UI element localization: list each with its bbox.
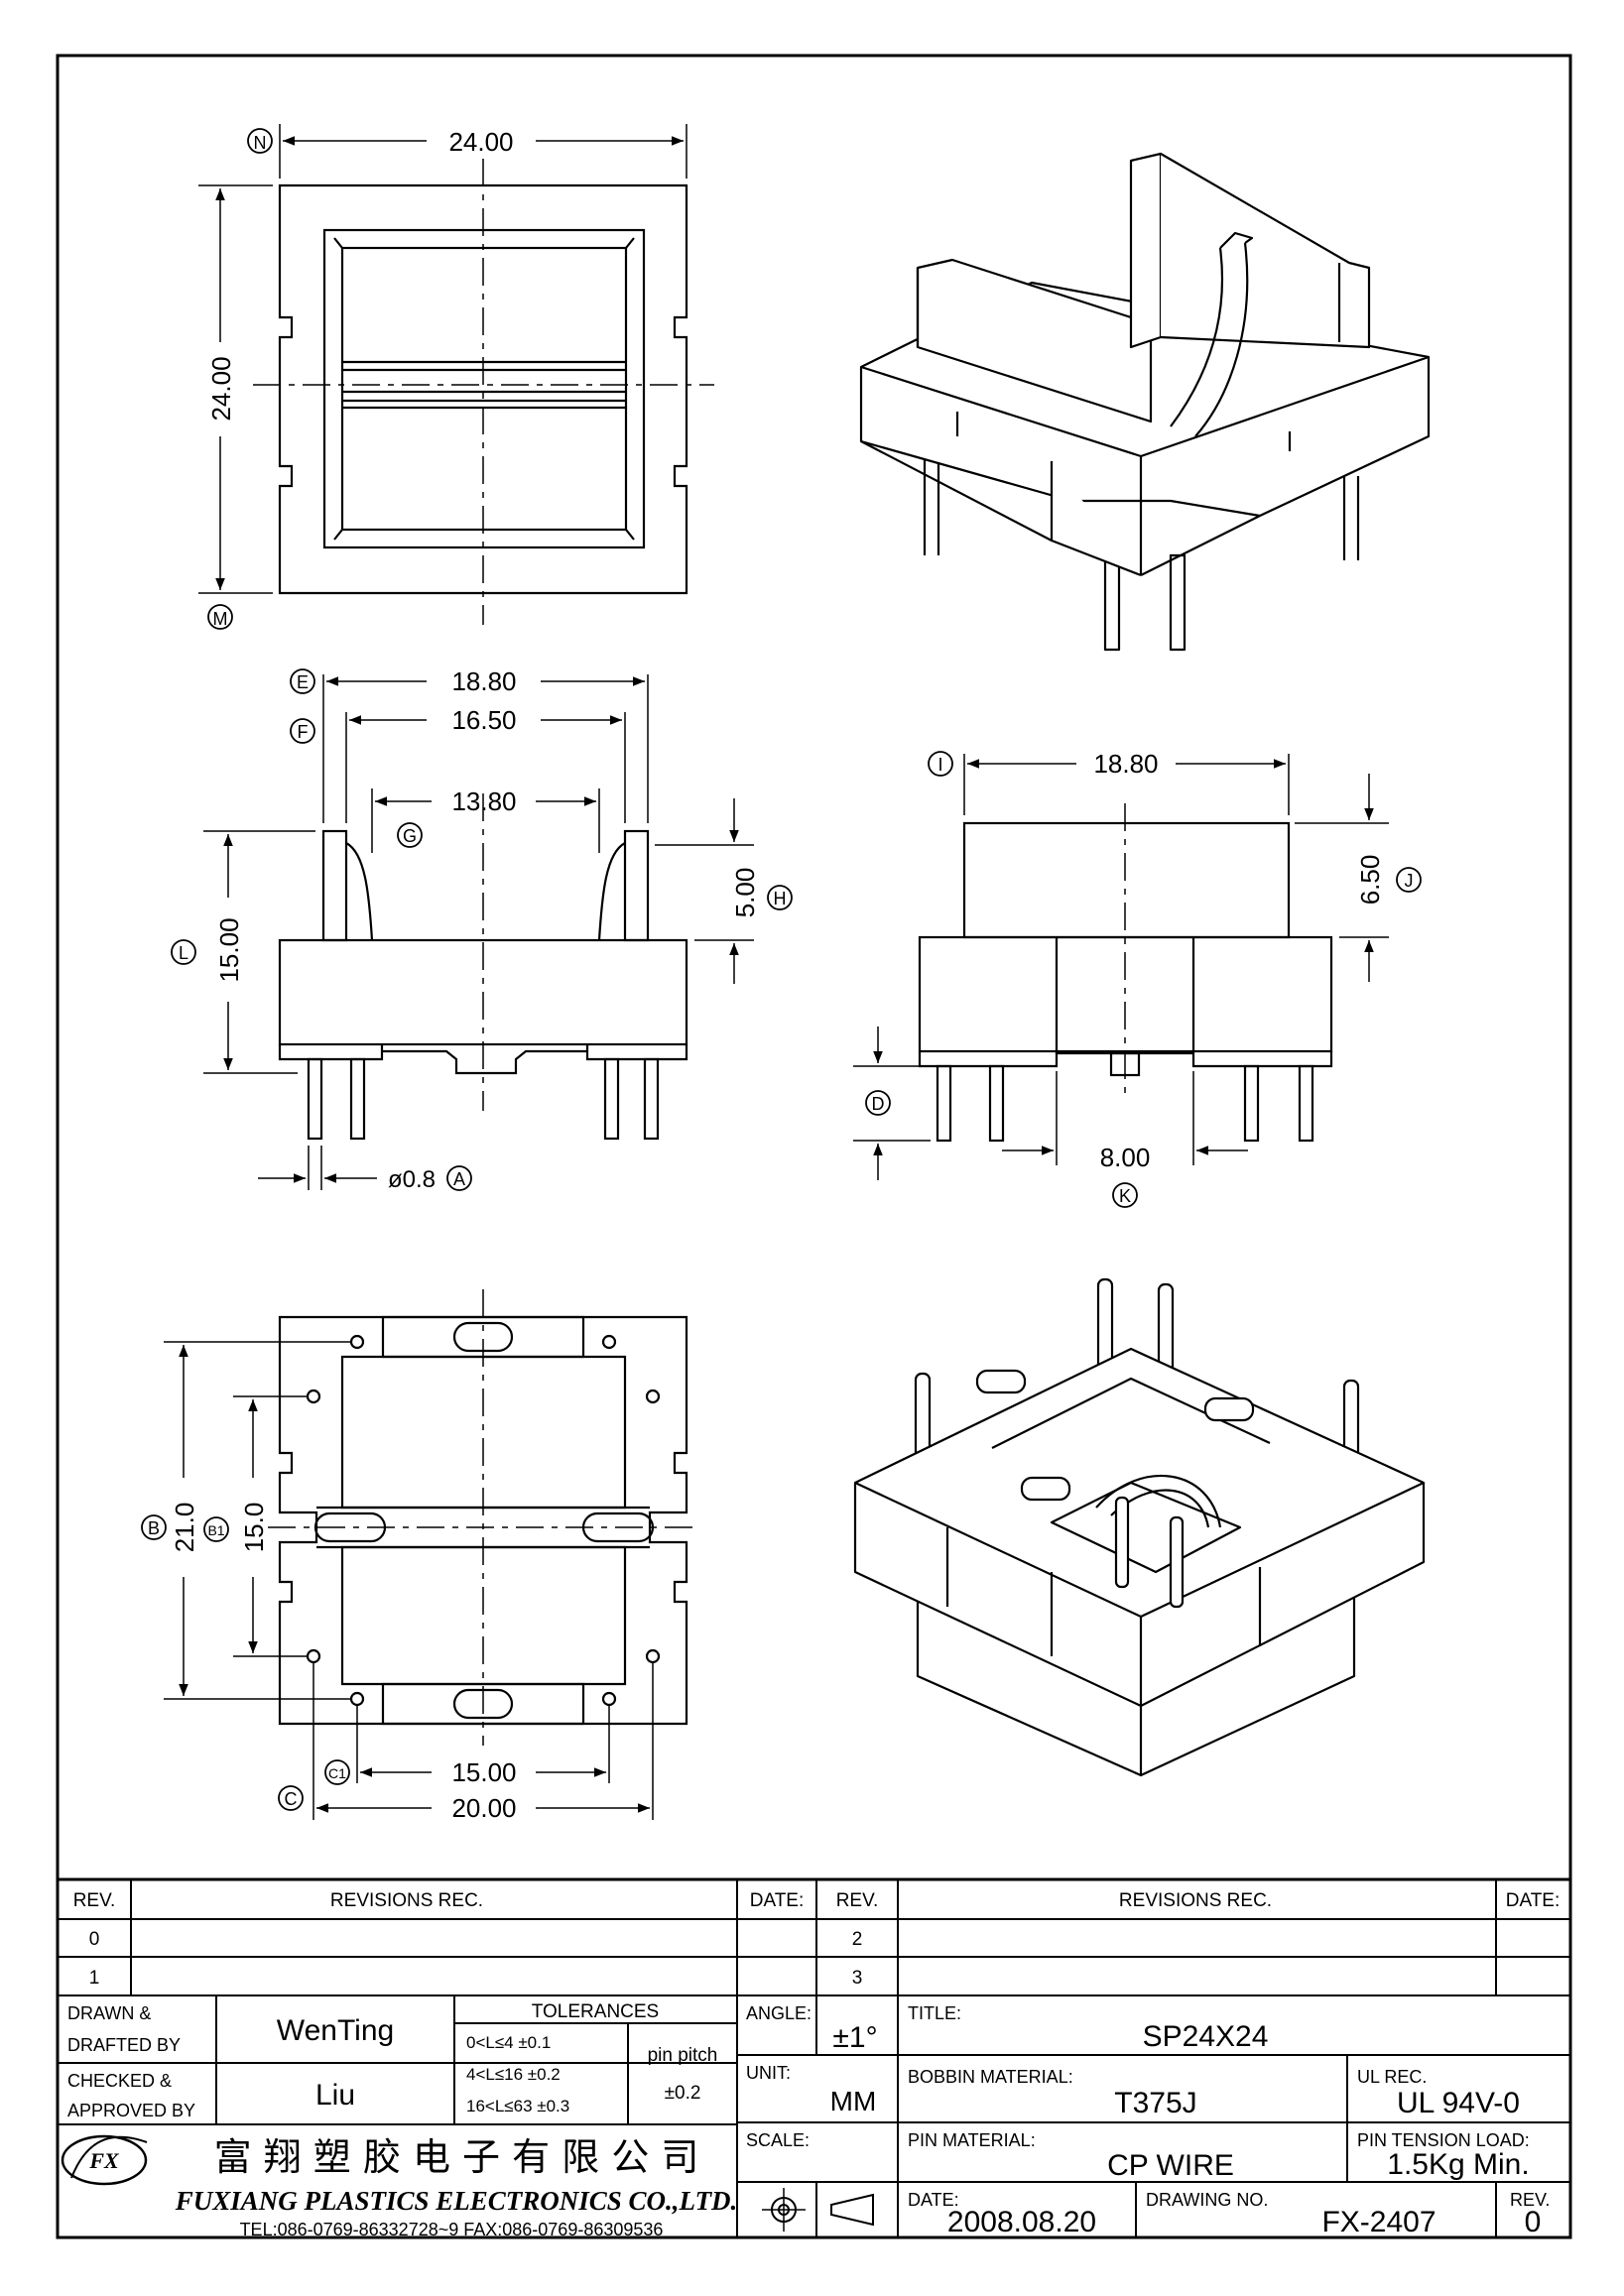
top-view	[198, 124, 714, 630]
rev-row-2: 2	[852, 1929, 863, 1950]
scale-label: SCALE:	[746, 2130, 810, 2150]
revisions-header-left: REVISIONS REC.	[330, 1890, 483, 1911]
drawing-no-value: FX-2407	[1321, 2206, 1436, 2238]
bottom-view	[141, 1289, 699, 1820]
angle-label: ANGLE:	[746, 2003, 812, 2023]
label-c1: C1	[328, 1765, 346, 1781]
sheet-border	[56, 54, 1572, 2239]
rev-header: REV.	[73, 1890, 116, 1911]
date-value: 2008.08.20	[947, 2206, 1096, 2238]
label-m: M	[213, 609, 228, 629]
tolerance-2: 4<L≤16 ±0.2	[466, 2065, 561, 2084]
label-a: A	[453, 1169, 465, 1189]
rev-row-3: 3	[852, 1968, 863, 1989]
pin-material-value: CP WIRE	[1107, 2149, 1234, 2182]
side-dim-k: 8.00	[1100, 1143, 1151, 1172]
tolerance-1: 0<L≤4 ±0.1	[466, 2033, 551, 2052]
revisions-header-right: REVISIONS REC.	[1119, 1890, 1272, 1911]
label-h: H	[774, 889, 787, 908]
title-label: TITLE:	[908, 2003, 961, 2023]
company-name-en: FUXIANG PLASTICS ELECTRONICS CO.,LTD.	[175, 2186, 738, 2216]
date-header-right: DATE:	[1506, 1890, 1561, 1911]
rev-value: 0	[1525, 2206, 1542, 2238]
company-logo	[61, 2134, 148, 2186]
drawn-label-1: DRAWN &	[67, 2003, 151, 2023]
checked-by: Liu	[315, 2079, 355, 2112]
drawn-label-2: DRAFTED BY	[67, 2035, 181, 2055]
date-header-left: DATE:	[750, 1890, 805, 1911]
label-g: G	[403, 826, 417, 846]
pin-tension-label: PIN TENSION LOAD:	[1357, 2130, 1530, 2150]
isometric-bottom-view	[853, 1277, 1426, 1777]
checked-label-1: CHECKED &	[67, 2071, 172, 2091]
tolerance-3: 16<L≤63 ±0.3	[466, 2097, 569, 2115]
side-dim-i: 18.80	[1093, 749, 1158, 779]
title-block	[58, 1877, 1570, 2237]
front-dim-l: 15.00	[214, 917, 244, 982]
logo-text: FX	[88, 2148, 120, 2173]
top-dim-width: 24.00	[448, 127, 513, 157]
pin-pitch-value: ±0.2	[665, 2083, 701, 2104]
unit-label: UNIT:	[746, 2063, 791, 2083]
label-d: D	[872, 1094, 885, 1114]
ul-rec-value: UL 94V-0	[1397, 2087, 1520, 2119]
isometric-top-view	[859, 152, 1431, 652]
front-view	[171, 668, 793, 1191]
front-dim-f: 16.50	[451, 705, 516, 735]
pin-pitch-label: pin pitch	[648, 2045, 718, 2066]
label-b1: B1	[207, 1522, 224, 1538]
company-contact: TEL:086-0769-86332728~9 FAX:086-0769-863…	[240, 2220, 664, 2239]
rev-row-0: 0	[89, 1929, 100, 1950]
top-dim-height: 24.00	[206, 356, 236, 421]
checked-label-2: APPROVED BY	[67, 2101, 195, 2120]
ul-rec-label: UL REC.	[1357, 2067, 1427, 2087]
date-label: DATE:	[908, 2190, 959, 2210]
front-dim-pin: ø0.8	[388, 1166, 436, 1193]
bottom-dim-b1: 15.0	[239, 1503, 269, 1553]
label-f: F	[298, 722, 309, 742]
rev-label: REV.	[1510, 2190, 1550, 2210]
bottom-dim-b: 21.0	[170, 1503, 199, 1553]
rev-header-right: REV.	[836, 1890, 879, 1911]
bottom-dim-c: 20.00	[451, 1793, 516, 1823]
tolerances-header: TOLERANCES	[532, 2001, 659, 2022]
bobbin-material-label: BOBBIN MATERIAL:	[908, 2067, 1073, 2087]
front-dim-e: 18.80	[451, 666, 516, 696]
angle-value: ±1°	[832, 2021, 877, 2054]
drawing-no-label: DRAWING NO.	[1146, 2190, 1268, 2210]
side-dim-j: 6.50	[1355, 855, 1385, 906]
bottom-dim-c1: 15.00	[451, 1757, 516, 1787]
label-j: J	[1405, 871, 1414, 891]
drawn-by: WenTing	[277, 2014, 394, 2047]
label-i: I	[937, 755, 942, 775]
front-dim-g: 13.80	[451, 786, 516, 816]
unit-value: MM	[830, 2086, 877, 2116]
side-view	[853, 751, 1422, 1208]
pin-tension-value: 1.5Kg Min.	[1387, 2148, 1529, 2181]
label-e: E	[297, 672, 309, 692]
label-c: C	[285, 1789, 298, 1809]
label-k: K	[1119, 1186, 1131, 1206]
bobbin-material-value: T375J	[1114, 2087, 1196, 2119]
label-l: L	[179, 943, 188, 963]
company-name-cn: 富 翔 塑 胶 电 子 有 限 公 司	[214, 2135, 699, 2179]
title-value: SP24X24	[1143, 2020, 1269, 2053]
rev-row-1: 1	[89, 1968, 100, 1989]
label-n: N	[254, 133, 267, 153]
front-dim-h: 5.00	[730, 868, 760, 918]
pin-material-label: PIN MATERIAL:	[908, 2130, 1036, 2150]
label-b: B	[148, 1518, 160, 1538]
